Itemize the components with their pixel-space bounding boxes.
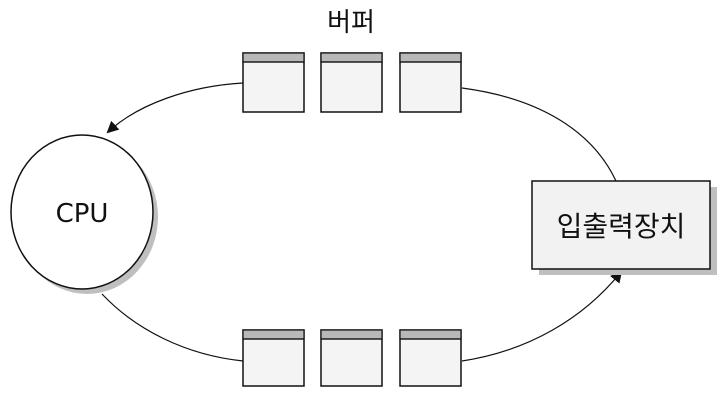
cpu-node <box>10 134 154 290</box>
cpu-label: CPU <box>56 199 109 229</box>
bottom-flow-line-right <box>461 270 623 362</box>
device-box <box>531 180 711 270</box>
buffer-box <box>242 329 305 387</box>
bottom-buffer-group <box>242 329 462 387</box>
buffer-box <box>399 329 462 387</box>
buffer-box <box>242 52 305 113</box>
device-label: 입출력장치 <box>557 210 686 243</box>
buffer-box <box>399 52 462 113</box>
buffer-title: 버퍼 <box>327 8 375 38</box>
top-buffer-group <box>242 52 462 113</box>
bottom-flow-line-left <box>101 293 244 362</box>
buffer-box <box>320 329 383 387</box>
buffer-box <box>320 52 383 113</box>
top-flow-line-right <box>461 87 617 182</box>
top-flow-line-left <box>106 82 244 134</box>
